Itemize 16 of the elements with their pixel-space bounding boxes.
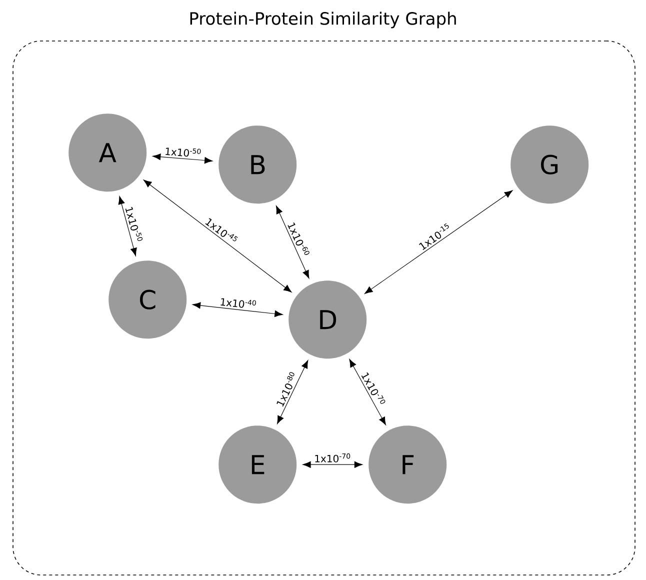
edge-label: 1x10$^{-80}$ — [276, 372, 294, 407]
double-arrow — [143, 180, 292, 292]
double-arrow — [152, 154, 213, 164]
edge-label: 1x10$^{-60}$ — [288, 222, 310, 255]
double-arrow — [118, 196, 137, 256]
edge-label: 1x10$^{-50}$ — [125, 206, 143, 241]
node-label: Protein-Protein Similarity Graph — [190, 12, 456, 28]
edge-label: 1x10$^{-40}$ — [220, 298, 256, 308]
double-arrow — [277, 360, 308, 424]
double-arrow — [364, 190, 513, 294]
edge-label: 1x10$^{-50}$ — [166, 148, 201, 157]
double-arrow — [192, 302, 283, 317]
double-arrow — [302, 461, 362, 468]
edge-label: 1x10$^{-70}$ — [315, 453, 350, 462]
double-arrow — [349, 359, 386, 426]
double-arrow — [276, 206, 310, 279]
